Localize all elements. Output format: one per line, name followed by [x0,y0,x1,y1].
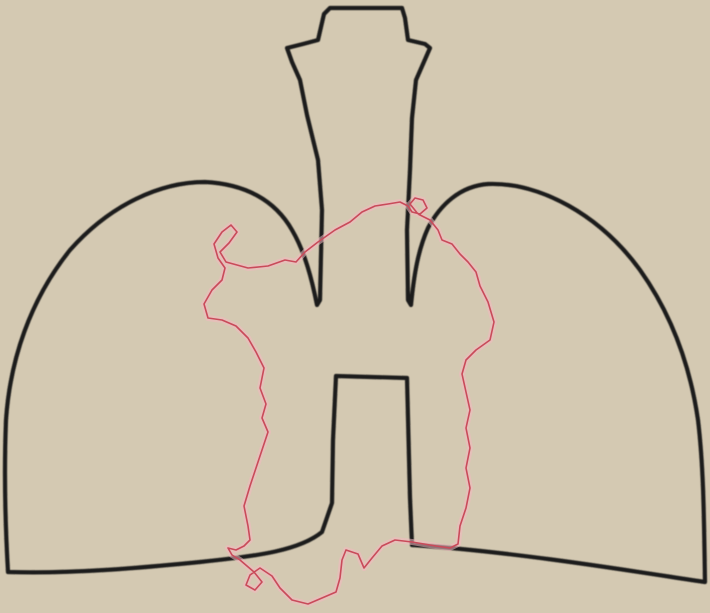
lung-heart-diagram [0,0,710,613]
anatomy-outline-drawing [0,0,710,613]
